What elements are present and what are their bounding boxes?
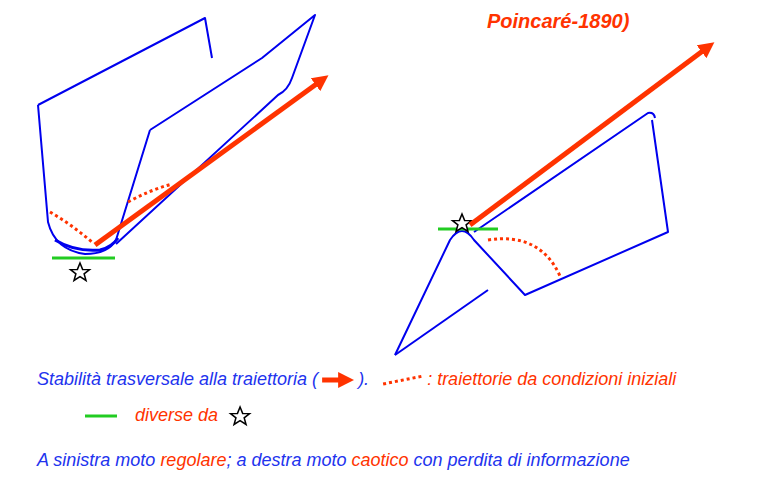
ridge-surface bbox=[395, 113, 668, 355]
caption-text: caotico bbox=[351, 450, 408, 470]
caption-text: regolare bbox=[160, 450, 226, 470]
trajectory-arrow bbox=[470, 47, 708, 225]
star-symbol bbox=[453, 214, 472, 232]
trajectory-arrow bbox=[95, 80, 322, 245]
title: Poincaré-1890) bbox=[487, 10, 629, 32]
perturbed-trajectory bbox=[50, 212, 92, 242]
caption-text: A sinistra moto bbox=[37, 450, 155, 470]
perturbed-trajectory bbox=[488, 239, 560, 276]
caption-text: Stabilità trasversale alla traiettoria ( bbox=[37, 369, 318, 389]
arrow-sample bbox=[322, 380, 346, 381]
caption-text: : traiettorie da condizioni iniziali bbox=[427, 369, 676, 389]
caption-text: diverse da bbox=[135, 405, 218, 425]
dotted-sample bbox=[383, 376, 423, 384]
star-sample bbox=[231, 407, 250, 425]
caption-text: ; a destra moto bbox=[226, 450, 346, 470]
star-symbol bbox=[71, 263, 90, 281]
perturbed-trajectory bbox=[128, 184, 172, 202]
trough-surface bbox=[38, 15, 315, 254]
green-bar-sample bbox=[85, 416, 117, 417]
caption-text: ). bbox=[358, 369, 369, 389]
caption-text: con perdita di informazione bbox=[414, 450, 630, 470]
initial-condition-bar bbox=[52, 257, 115, 260]
